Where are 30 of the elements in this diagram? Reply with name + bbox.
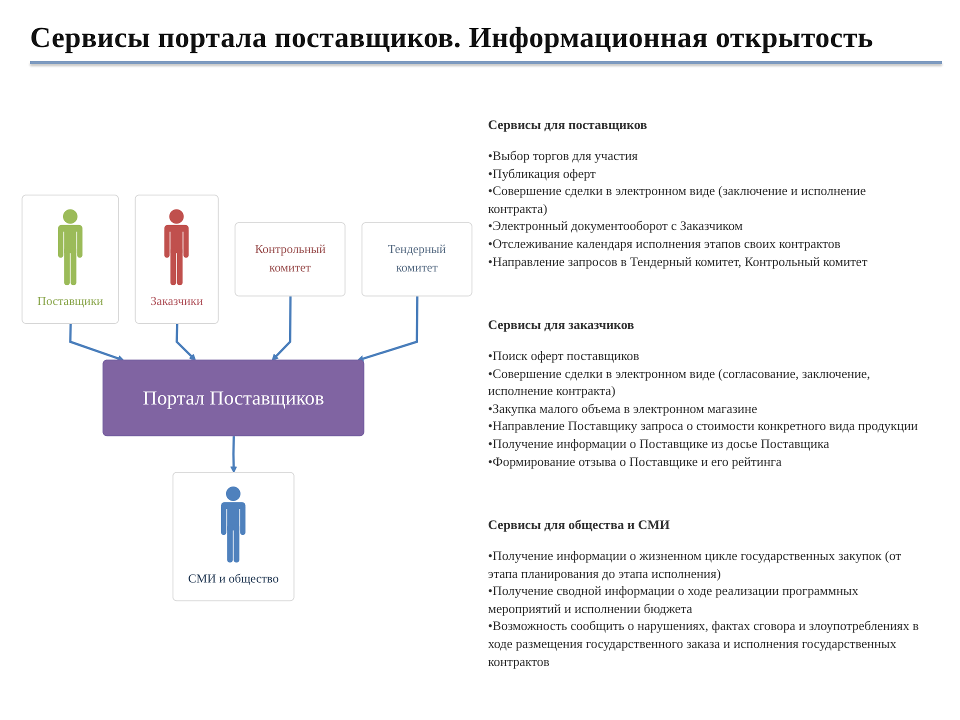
committee-label: Контрольный комитет xyxy=(254,242,326,277)
list-item: •Получение информации о жизненном цикле государственных закупок (от этапа планирования до этапа исполнения) xyxy=(488,547,902,582)
arrow xyxy=(230,436,238,474)
list-item: •Отслеживание календаря исполнения этапов своих контрактов xyxy=(488,234,842,253)
committee-label: Тендерный комитет xyxy=(386,242,447,277)
list-item: •Выбор торгов для участия xyxy=(488,147,639,165)
arrow xyxy=(357,296,418,362)
section-heading: Сервисы для поставщиков xyxy=(488,116,648,133)
section-heading: Сервисы для заказчиков xyxy=(488,316,636,333)
list-item: •Направление запросов в Тендерный комитет, Контрольный комитет xyxy=(488,252,868,270)
arrow xyxy=(176,324,196,361)
list-item: •Электронный документооборот с Заказчиком xyxy=(488,217,744,235)
list-item: •Возможность сообщить о нарушениях, фактах сговора и злоупотреблениях в ходе размещения государственного заказа и исполнения государственных контрактов xyxy=(488,617,920,670)
role-label: Поставщики xyxy=(37,294,104,310)
portal-label: Портал Поставщиков xyxy=(142,386,324,412)
list-item: •Закупка малого объема в электронном магазине xyxy=(488,400,758,418)
arrow xyxy=(272,296,292,361)
list-item: •Получение информации о Поставщике из досье Поставщика xyxy=(488,434,830,453)
arrow xyxy=(69,324,124,362)
list-item: •Формирование отзыва о Поставщике и его рейтинга xyxy=(488,452,783,470)
list-item: •Получение сводной информации о ходе реализации программных мероприятий и исполнении бюджета xyxy=(488,582,860,618)
list-item: •Поиск оферт поставщиков xyxy=(488,347,640,365)
section-heading: Сервисы для общества и СМИ xyxy=(488,516,671,533)
role-label: СМИ и общество xyxy=(188,572,279,588)
list-item: •Направление Поставщику запроса о стоимости конкретного вида продукции xyxy=(488,417,919,435)
list-item: •Совершение сделки в электронном виде (согласование, заключение, исполнение контракта) xyxy=(488,364,872,400)
list-item: •Совершение сделки в электронном виде (заключение и исполнение контракта) xyxy=(488,182,867,218)
title: Сервисы портала поставщиков. Информационная открытость xyxy=(30,22,874,55)
list-item: •Публикация оферт xyxy=(488,164,597,182)
role-label: Заказчики xyxy=(150,294,204,310)
